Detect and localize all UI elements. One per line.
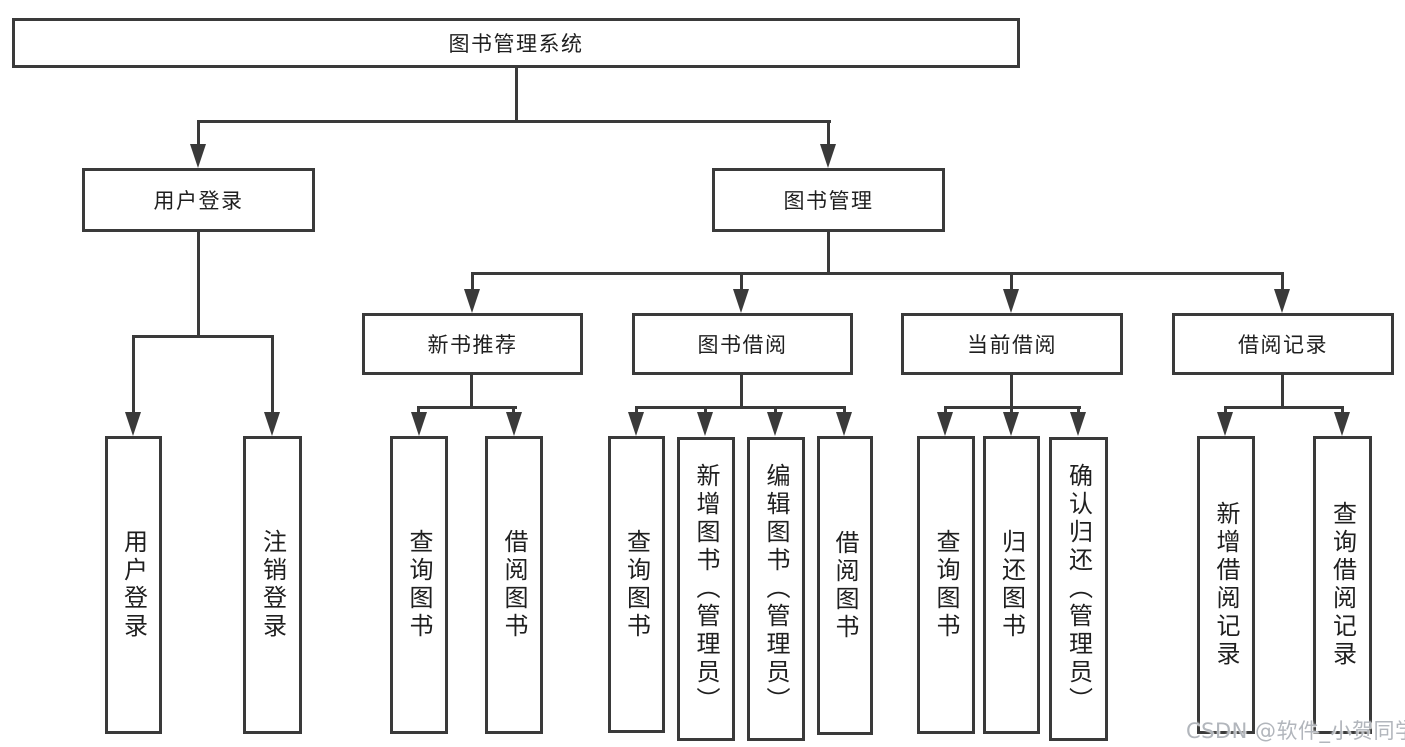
- arrow-down-icon: [506, 412, 522, 436]
- connector-line: [1224, 406, 1344, 409]
- node-label: 确认归还（管理员）: [1064, 463, 1093, 715]
- node-new-book-recommendation: 新书推荐: [362, 313, 583, 375]
- connector-line: [1224, 406, 1227, 414]
- connector-line: [827, 232, 830, 272]
- connector-line: [512, 406, 515, 414]
- connector-line: [1281, 375, 1284, 406]
- leaf-add-borrow-record: 新增借阅记录: [1197, 436, 1255, 734]
- connector-line: [740, 375, 743, 406]
- node-label: 新书推荐: [427, 333, 518, 357]
- leaf-query-books-borrow: 查询图书: [608, 436, 665, 733]
- arrow-down-icon: [937, 412, 953, 436]
- connector-line: [197, 120, 200, 146]
- leaf-query-books-recommend: 查询图书: [390, 436, 448, 734]
- connector-line: [132, 335, 274, 338]
- node-user-login: 用户登录: [82, 168, 315, 232]
- arrow-down-icon: [733, 289, 749, 313]
- connector-line: [704, 406, 707, 414]
- connector-line: [132, 335, 135, 412]
- connector-line: [1010, 375, 1013, 406]
- node-label: 新增借阅记录: [1212, 501, 1240, 669]
- connector-line: [471, 272, 1284, 275]
- node-label: 新增图书（管理员）: [692, 463, 720, 715]
- node-current-borrowing: 当前借阅: [901, 313, 1123, 375]
- node-book-borrowing: 图书借阅: [632, 313, 853, 375]
- node-label: 查询图书: [932, 529, 960, 641]
- node-label: 图书借阅: [697, 333, 788, 357]
- node-book-management: 图书管理: [712, 168, 945, 232]
- leaf-query-books-current: 查询图书: [917, 436, 975, 734]
- arrow-down-icon: [767, 412, 783, 436]
- node-label: 图书管理系统: [448, 32, 584, 56]
- arrow-down-icon: [1003, 289, 1019, 313]
- connector-line: [197, 120, 831, 123]
- arrow-down-icon: [1003, 412, 1019, 436]
- leaf-logout: 注销登录: [243, 436, 302, 734]
- node-label: 用户登录: [119, 529, 148, 641]
- leaf-borrow-books: 借阅图书: [817, 436, 873, 735]
- node-label: 借阅记录: [1238, 333, 1328, 357]
- connector-line: [944, 406, 947, 414]
- connector-line: [635, 406, 638, 414]
- node-label: 图书管理: [783, 189, 874, 213]
- arrow-down-icon: [697, 412, 713, 436]
- leaf-add-books-admin: 新增图书（管理员）: [677, 437, 735, 741]
- arrow-down-icon: [1217, 412, 1233, 436]
- leaf-user-login: 用户登录: [105, 436, 162, 734]
- arrow-down-icon: [820, 144, 836, 168]
- arrow-down-icon: [190, 144, 206, 168]
- node-label: 归还图书: [997, 529, 1026, 641]
- arrow-down-icon: [464, 289, 480, 313]
- connector-line: [827, 120, 830, 146]
- connector-line: [1341, 406, 1344, 414]
- node-label: 查询图书: [622, 528, 651, 641]
- leaf-borrow-books-recommend: 借阅图书: [485, 436, 543, 734]
- connector-line: [470, 375, 473, 406]
- connector-line: [197, 232, 200, 335]
- node-label: 借阅图书: [500, 529, 528, 641]
- arrow-down-icon: [1070, 412, 1086, 436]
- connector-line: [418, 406, 517, 409]
- csdn-watermark: CSDN @软件_小贺同学: [1186, 719, 1405, 743]
- node-label: 注销登录: [258, 529, 287, 641]
- connector-line: [1281, 272, 1284, 289]
- leaf-return-books: 归还图书: [983, 436, 1040, 734]
- node-label: 用户登录: [153, 189, 244, 213]
- arrow-down-icon: [125, 412, 141, 436]
- connector-line: [1010, 406, 1013, 414]
- node-library-management-system: 图书管理系统: [12, 18, 1020, 68]
- connector-line: [471, 272, 474, 289]
- connector-line: [774, 406, 777, 414]
- node-label: 查询图书: [405, 529, 433, 641]
- arrow-down-icon: [628, 412, 644, 436]
- connector-line: [271, 335, 274, 412]
- node-borrowing-records: 借阅记录: [1172, 313, 1394, 375]
- leaf-confirm-return-admin: 确认归还（管理员）: [1049, 437, 1108, 741]
- leaf-edit-books-admin: 编辑图书（管理员）: [747, 437, 805, 741]
- arrow-down-icon: [1274, 289, 1290, 313]
- arrow-down-icon: [411, 412, 427, 436]
- leaf-query-borrow-record: 查询借阅记录: [1313, 436, 1372, 734]
- connector-line: [740, 272, 743, 289]
- connector-line: [843, 406, 846, 414]
- connector-line: [417, 406, 420, 414]
- arrow-down-icon: [1334, 412, 1350, 436]
- arrow-down-icon: [836, 412, 852, 436]
- connector-line: [1077, 406, 1080, 414]
- connector-line: [635, 406, 846, 409]
- node-label: 查询借阅记录: [1328, 501, 1357, 669]
- connector-line: [515, 68, 518, 120]
- arrow-down-icon: [264, 412, 280, 436]
- connector-line: [1010, 272, 1013, 289]
- node-label: 当前借阅: [967, 333, 1057, 357]
- node-label: 借阅图书: [831, 529, 859, 642]
- node-label: 编辑图书（管理员）: [762, 463, 790, 715]
